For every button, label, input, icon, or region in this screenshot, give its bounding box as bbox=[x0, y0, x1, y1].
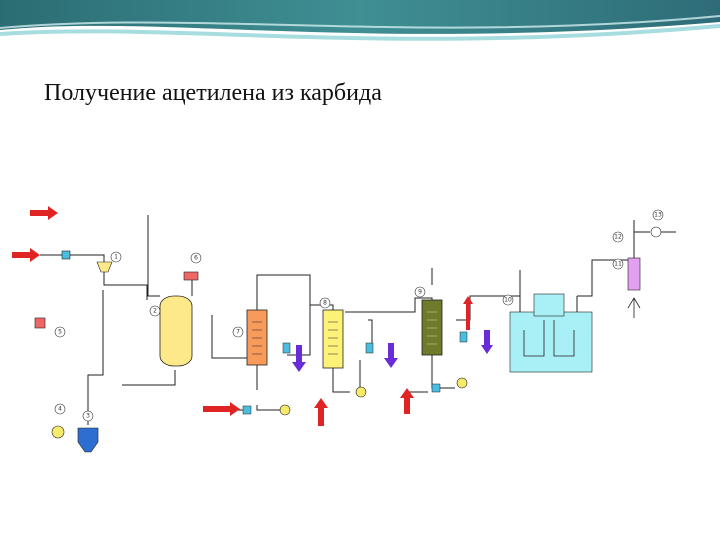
node-12-label: 12 bbox=[614, 234, 622, 241]
node-1-label: 1 bbox=[114, 254, 118, 261]
node-10-label: 10 bbox=[504, 297, 512, 304]
node-2-label: 2 bbox=[153, 308, 157, 315]
acetylene-process-scheme: 1 2 3 4 5 6 7 8 9 10 11 12 13 bbox=[12, 206, 676, 453]
node-3-label: 3 bbox=[86, 413, 90, 420]
node-11-label: 11 bbox=[614, 261, 622, 268]
node-4-label: 4 bbox=[58, 406, 62, 413]
node-5-label: 5 bbox=[58, 329, 62, 336]
node-6-label: 6 bbox=[194, 255, 198, 262]
header-banner bbox=[0, 0, 720, 60]
node-13-label: 13 bbox=[654, 212, 662, 219]
page-title: Получение ацетилена из карбида bbox=[44, 80, 382, 106]
node-7-label: 7 bbox=[236, 329, 240, 336]
node-9-label: 9 bbox=[418, 289, 422, 296]
node-8-label: 8 bbox=[323, 300, 327, 307]
